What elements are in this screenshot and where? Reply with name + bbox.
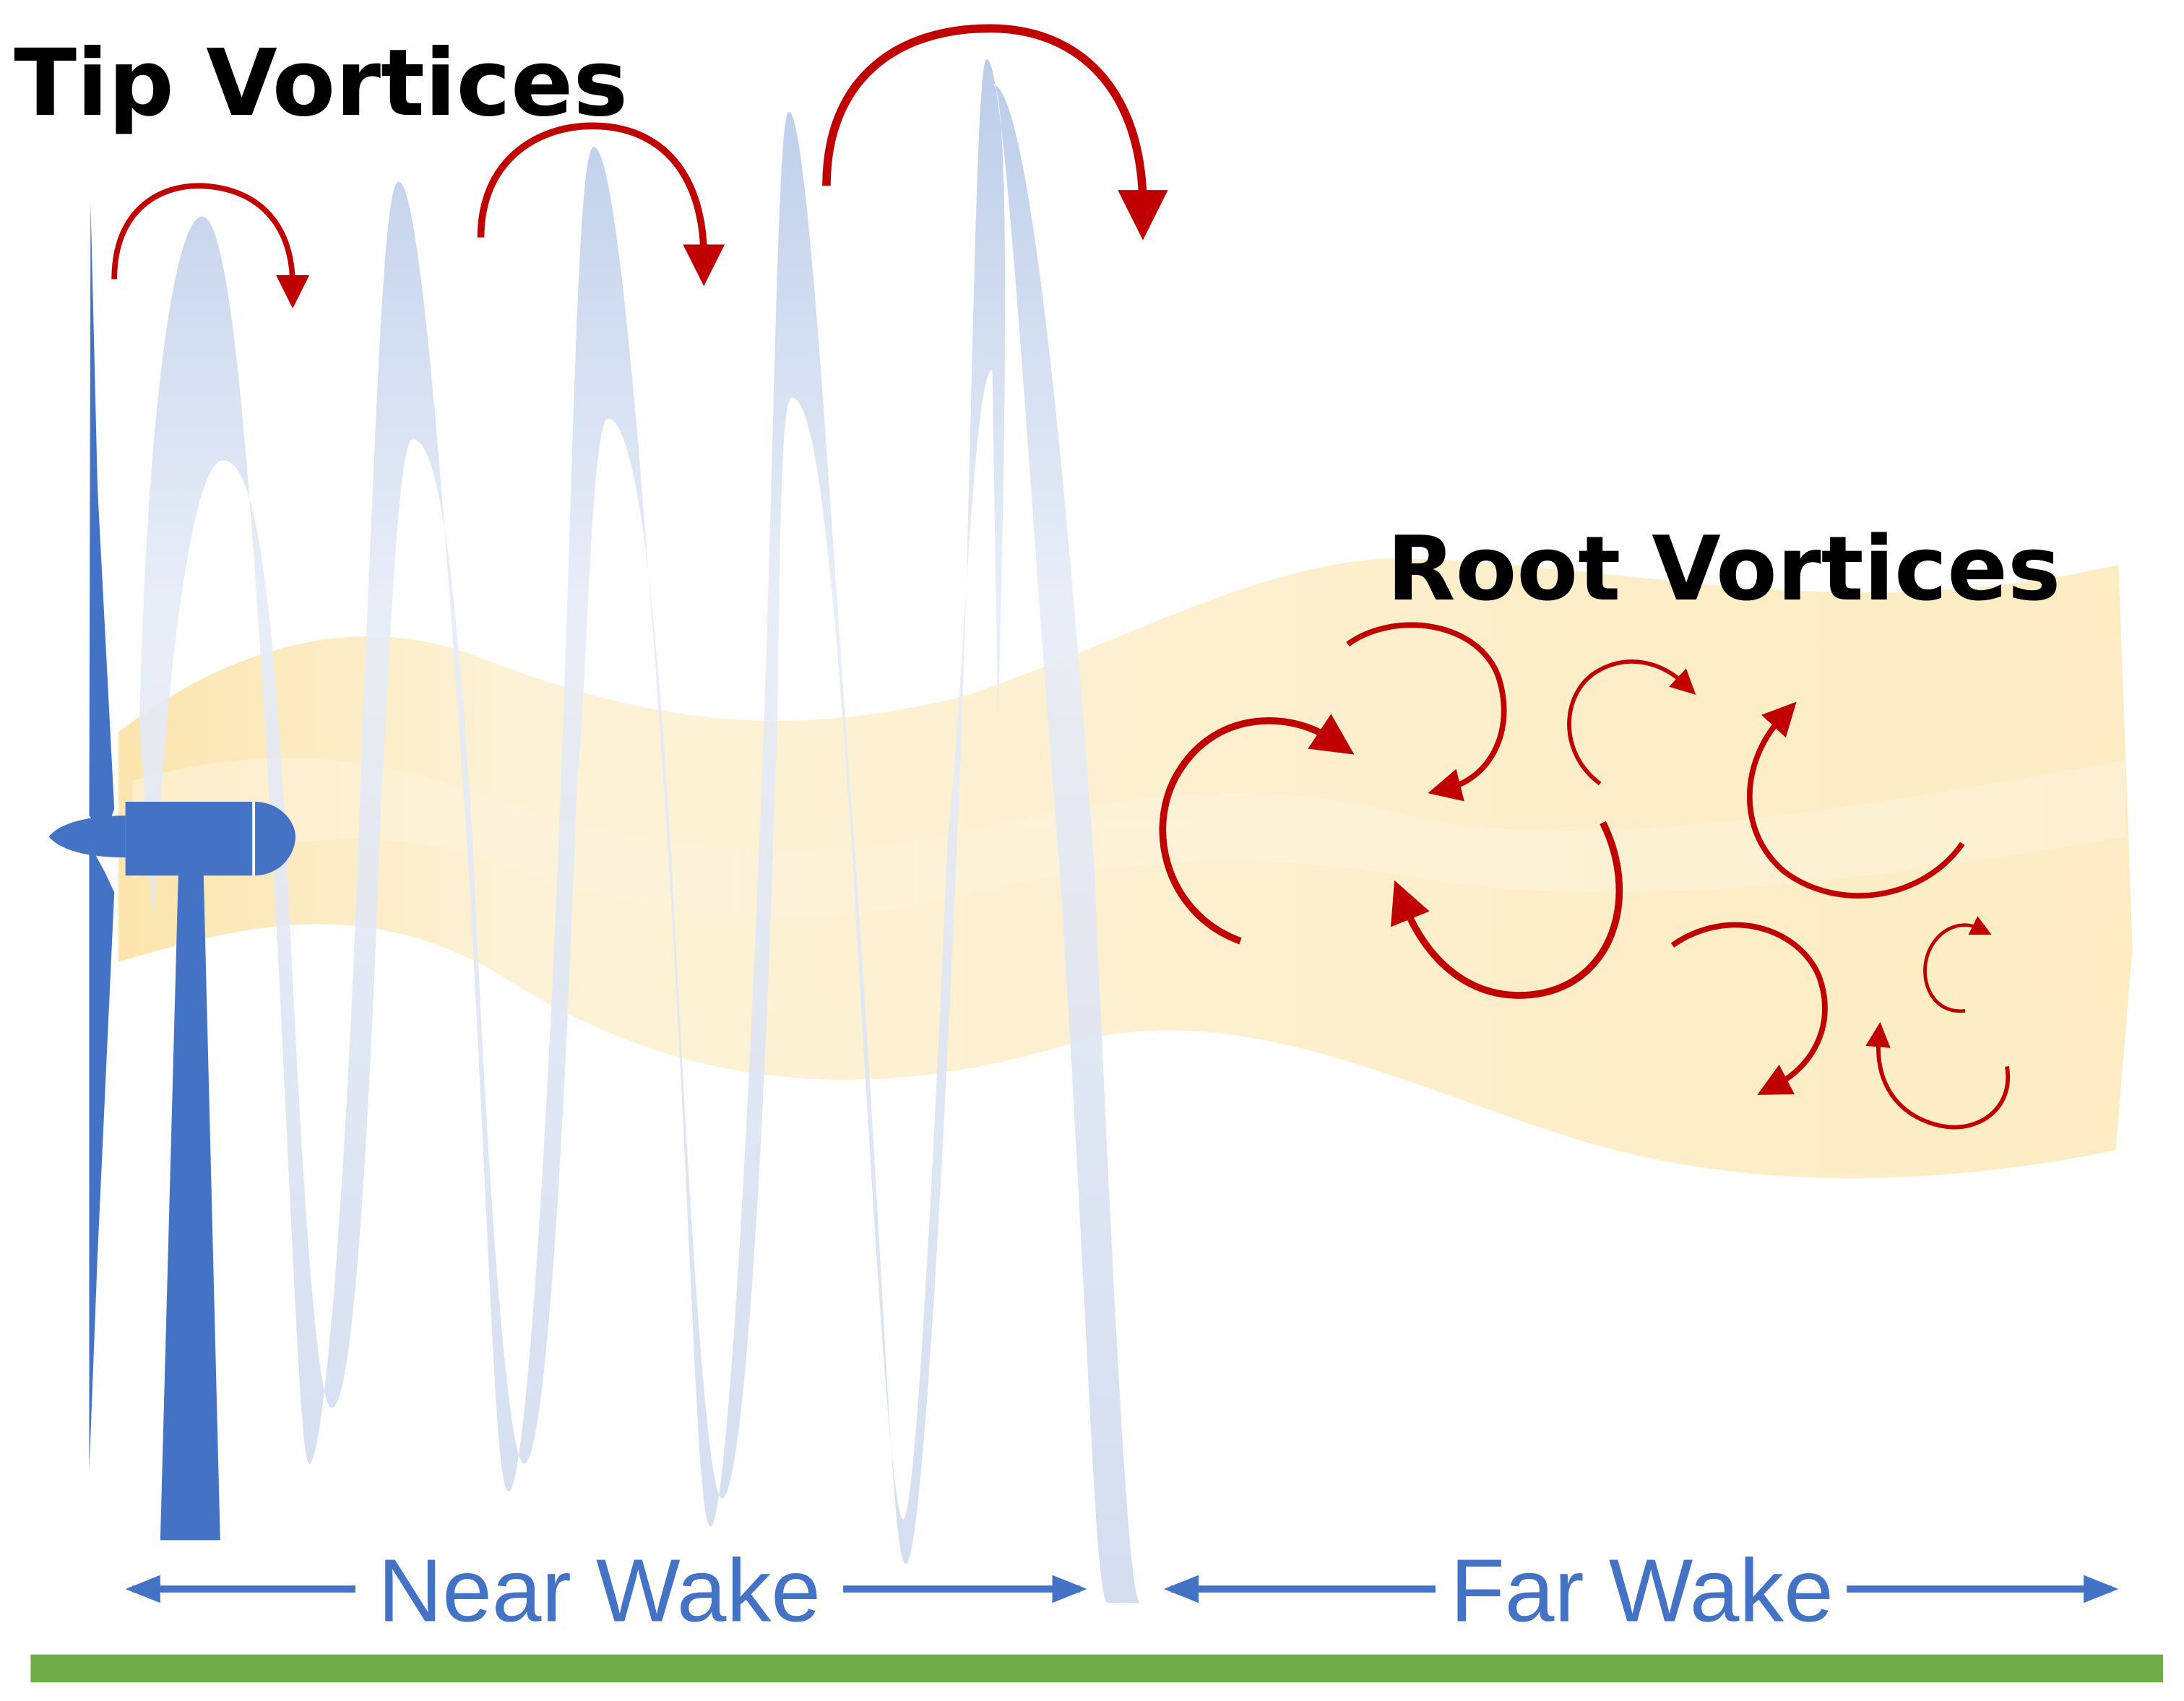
- root-rotation-arrow-6: [1670, 922, 1828, 1095]
- root-rotation-arrow-5: [1746, 701, 1965, 899]
- root-vortices-label: Root Vortices: [1387, 517, 2061, 621]
- root-rotation-arrow-7: [1923, 916, 1992, 1013]
- tip-rotation-arrow-3: [822, 24, 1168, 241]
- root-rotation-arrow-8: [1865, 1021, 2011, 1130]
- root-rotation-arrow-2: [1346, 622, 1507, 802]
- ground: [30, 1654, 2164, 1683]
- root-wake-inner-band: [132, 758, 2125, 917]
- turbine-nacelle: [125, 801, 295, 876]
- turbine-blade-lower: [89, 843, 115, 1471]
- turbine-hub: [48, 815, 126, 858]
- tip-vortex-helix: [139, 59, 1141, 1603]
- turbine-blade-upper: [89, 202, 115, 837]
- turbine-tower: [160, 871, 220, 1541]
- far-wake-label: Far Wake: [1450, 1541, 1833, 1640]
- root-rotation-arrow-3: [1391, 821, 1623, 999]
- root-rotation-arrow-1: [1159, 714, 1355, 945]
- tip-vortices-label: Tip Vortices: [14, 30, 628, 137]
- near-wake-label: Near Wake: [378, 1541, 821, 1640]
- tip-rotation-arrow-1: [111, 183, 310, 309]
- root-vortex-arrows: [1159, 622, 2011, 1130]
- root-rotation-arrow-4: [1567, 659, 1696, 786]
- tip-rotation-arrow-2: [477, 122, 725, 287]
- root-wake-region: [118, 558, 2133, 1179]
- tip-vortex-arrows: [111, 24, 1168, 309]
